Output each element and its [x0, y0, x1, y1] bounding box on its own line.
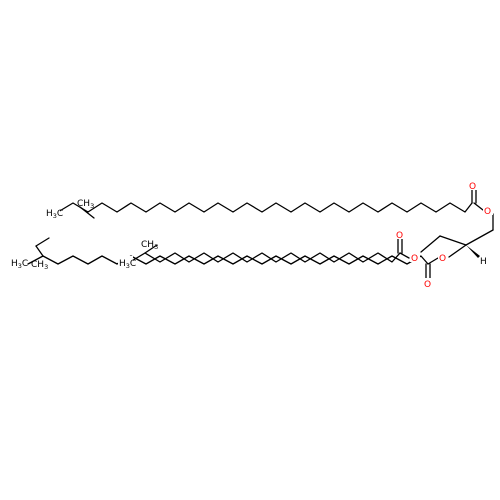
middle-fatty-acid-chain [129, 238, 410, 263]
top-ester-bond [473, 202, 484, 211]
top-ester-oxygen-label: O [484, 207, 491, 217]
backbone-bond-c2-c3 [439, 235, 467, 246]
bottom-chain-bonds [27, 255, 429, 265]
middle-ester-bond [399, 252, 410, 259]
bottom-branch-methyl-label: CH3 [31, 260, 48, 271]
middle-ester-oxygen-label: O [411, 254, 418, 264]
bottom-methyl-label: H3C [11, 259, 28, 270]
bottom-chain-methyl-branch [35, 245, 44, 257]
stereo-hydrogen-label: H [480, 257, 487, 267]
bottom-ester-oxygen-label: O [439, 254, 446, 264]
top-chain-methyl-branch [79, 206, 95, 219]
top-chain-bonds [57, 202, 473, 213]
bottom-ester-bond [427, 257, 439, 265]
backbone-bond-c2-o3 [448, 244, 467, 258]
middle-chain-methyl-branch [144, 244, 158, 254]
middle-chain-bonds [129, 252, 401, 263]
bottom-fatty-acid-chain [27, 237, 439, 279]
stereo-wedge-bond [466, 245, 480, 258]
middle-carbonyl-oxygen-label: O [396, 231, 403, 241]
top-fatty-acid-chain [57, 189, 484, 219]
middle-methyl-label: H3C [119, 259, 136, 270]
atom-labels: O O O O O O H H3C CH3 H3C CH3 H3C CH3 [10, 180, 493, 290]
backbone-bond-c3-o2 [420, 235, 441, 253]
middle-branch-methyl-label: CH3 [141, 240, 158, 251]
glycerol-backbone [420, 213, 494, 258]
top-carbonyl-oxygen-label: O [469, 182, 476, 192]
top-branch-methyl-label: CH3 [77, 199, 94, 210]
backbone-bond-c1-c2 [465, 229, 494, 246]
bottom-chain-ethyl-branch [35, 237, 50, 247]
top-methyl-label: H3C [46, 209, 63, 220]
bottom-carbonyl-oxygen-label: O [424, 280, 431, 290]
